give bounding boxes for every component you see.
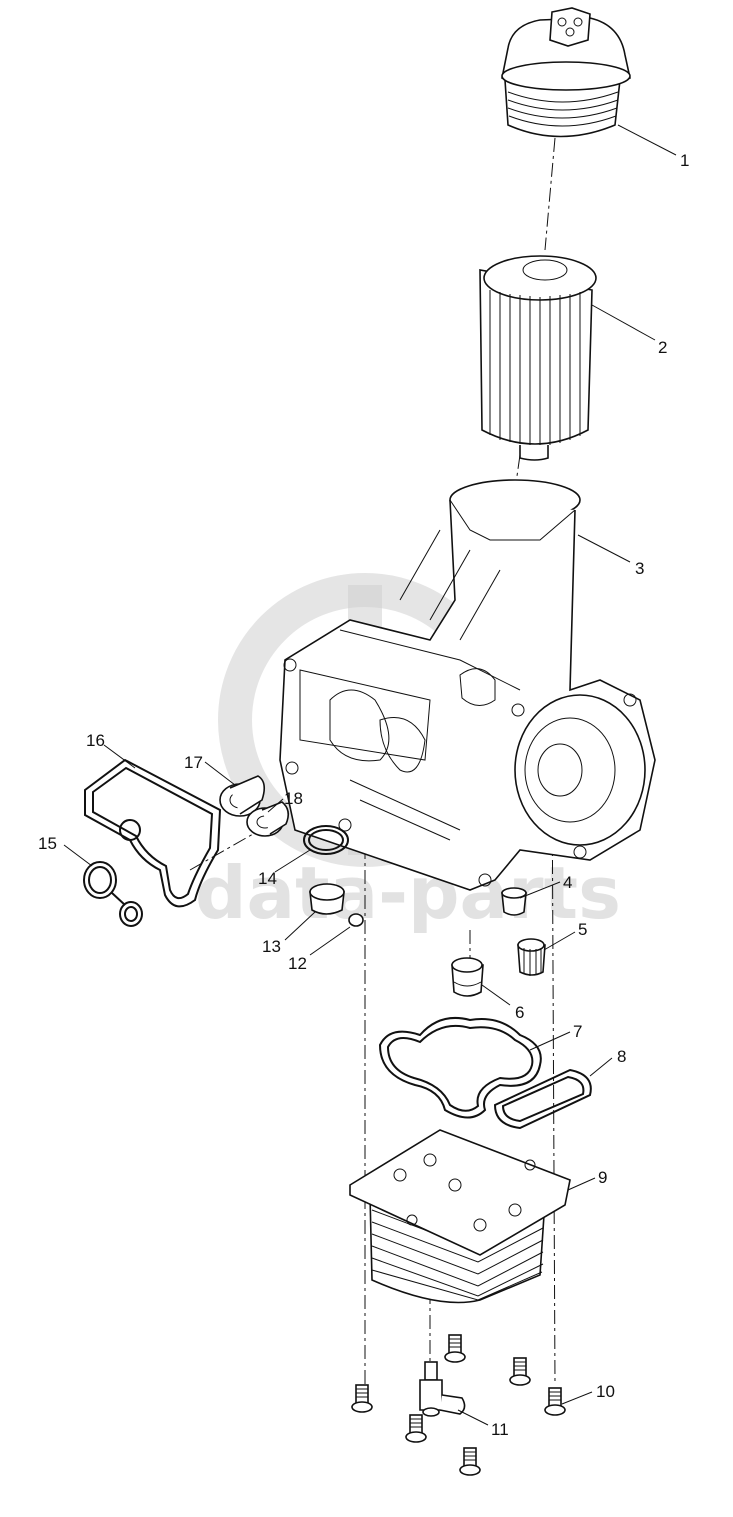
part-number-6: 6 xyxy=(515,1003,524,1022)
ball-plug xyxy=(348,913,364,927)
oil-cooler xyxy=(349,1129,571,1304)
bolt xyxy=(351,1384,373,1413)
oil-filter-element xyxy=(479,255,597,461)
bolts xyxy=(351,1334,566,1476)
part-number-2: 2 xyxy=(658,338,667,357)
seal-15 xyxy=(83,861,143,927)
bolt xyxy=(405,1414,427,1443)
strainer xyxy=(517,938,546,976)
part-number-13: 13 xyxy=(262,937,281,956)
leader-lines xyxy=(63,124,677,1426)
bolt xyxy=(544,1387,566,1416)
part-number-5: 5 xyxy=(578,920,587,939)
oil-filter-housing xyxy=(279,479,656,891)
part-number-labels: 1 2 3 4 5 6 7 8 9 10 11 12 13 14 15 16 1… xyxy=(38,151,689,1439)
part-number-9: 9 xyxy=(598,1168,607,1187)
valve-18 xyxy=(246,801,290,837)
oil-cooler-gasket xyxy=(378,1016,542,1119)
part-number-8: 8 xyxy=(617,1047,626,1066)
seal-8 xyxy=(493,1068,592,1130)
thermostat xyxy=(219,775,266,817)
gasket-16 xyxy=(84,758,222,908)
bolt xyxy=(459,1447,481,1476)
part-number-10: 10 xyxy=(596,1382,615,1401)
part-number-3: 3 xyxy=(635,559,644,578)
part-number-12: 12 xyxy=(288,954,307,973)
part-number-16: 16 xyxy=(86,731,105,750)
part-number-7: 7 xyxy=(573,1022,582,1041)
part-number-15: 15 xyxy=(38,834,57,853)
plug xyxy=(309,883,345,915)
sensor xyxy=(419,1361,466,1417)
part-number-17: 17 xyxy=(184,753,203,772)
oil-filter-cap xyxy=(501,7,631,138)
part-number-18: 18 xyxy=(284,789,303,808)
check-valve xyxy=(501,887,527,916)
part-number-4: 4 xyxy=(563,873,572,892)
part-number-14: 14 xyxy=(258,869,277,888)
o-ring xyxy=(303,825,349,855)
valve-6 xyxy=(451,957,484,997)
part-number-11: 11 xyxy=(491,1420,509,1439)
part-number-1: 1 xyxy=(680,151,689,170)
bolt xyxy=(444,1334,466,1363)
bolt xyxy=(509,1357,531,1386)
